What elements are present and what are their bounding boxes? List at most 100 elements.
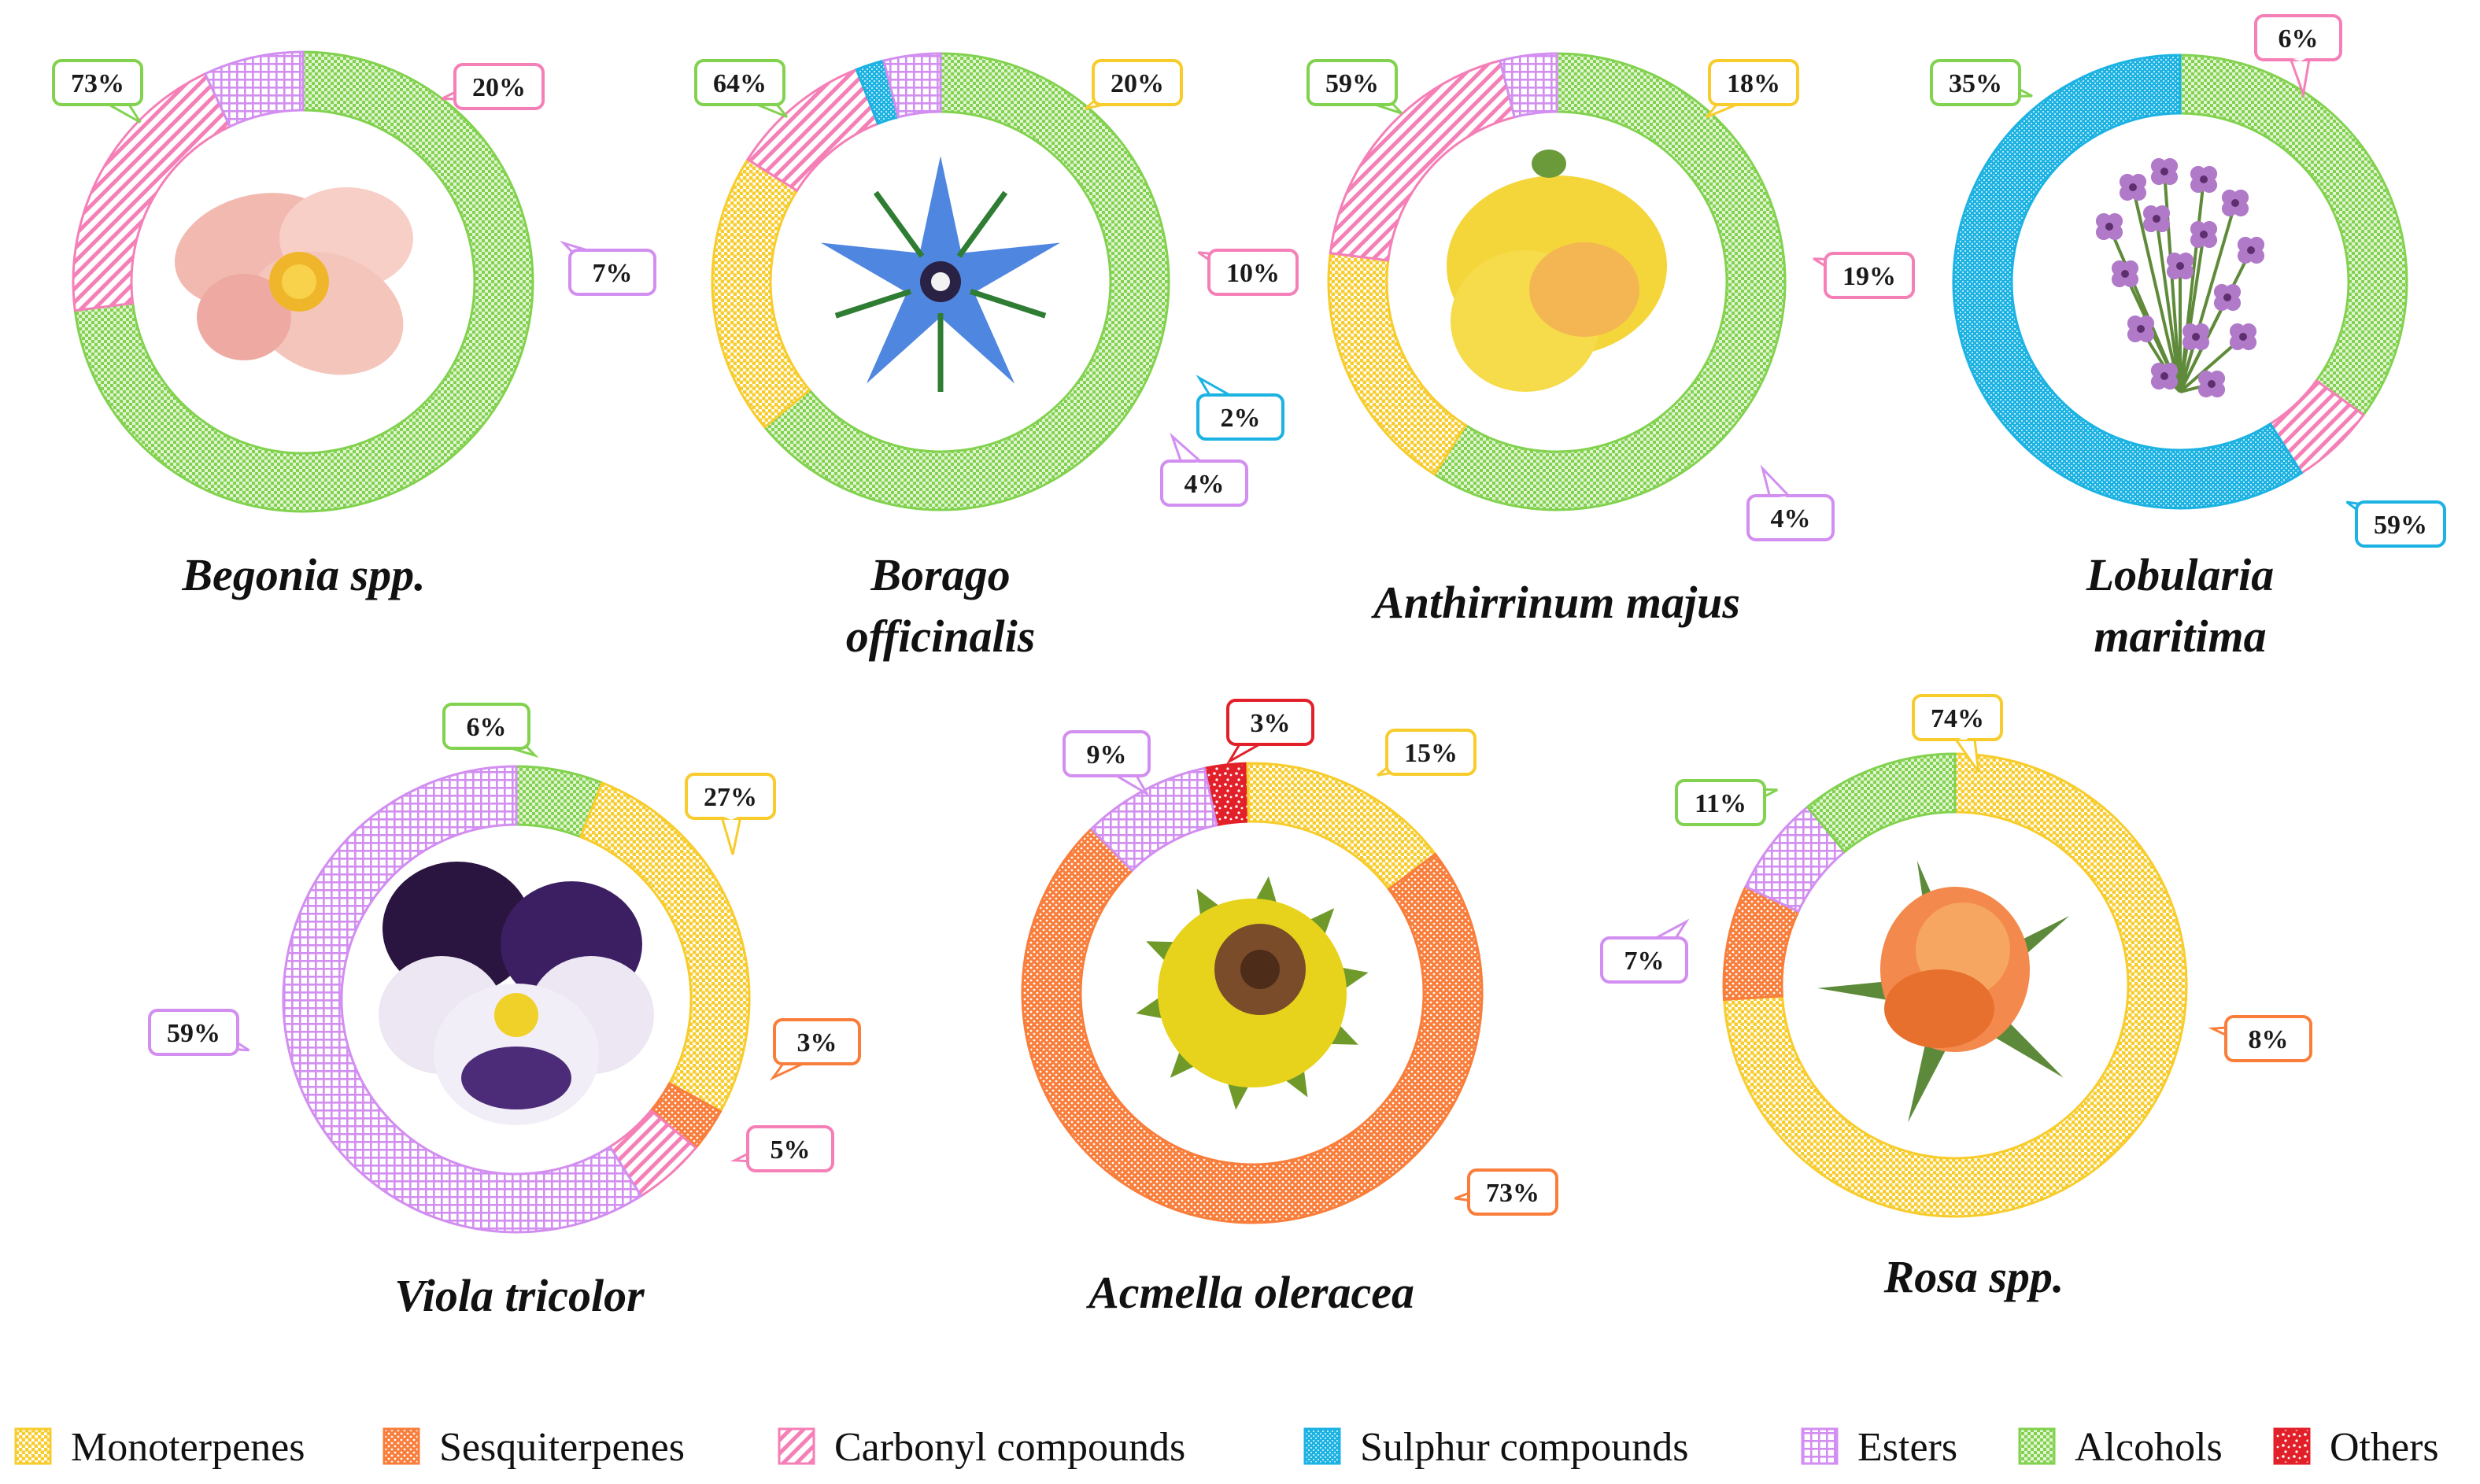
legend-item-sulphur-compounds: Sulphur compounds — [1303, 1425, 1688, 1470]
species-name: Viola tricolor — [394, 1270, 645, 1321]
legend-item-alcohols: Alcohols — [2018, 1425, 2223, 1470]
slice-value-label: 3% — [797, 1028, 837, 1058]
species-name: officinalis — [846, 611, 1036, 662]
slice-label: 7% — [560, 241, 656, 296]
slice-label: 20% — [1084, 59, 1183, 110]
slice-label: 4% — [1160, 432, 1248, 507]
slice-label: 73% — [52, 59, 143, 124]
legend-swatch — [2273, 1427, 2311, 1465]
slice-value-label: 64% — [713, 69, 767, 98]
slice-monoterpenes — [578, 781, 751, 1113]
slice-value-label: 4% — [1185, 470, 1225, 499]
slice-label: 59% — [148, 1009, 250, 1056]
donut-rosa-spp: 74%8%7%11%Rosa spp. — [1600, 694, 2312, 1302]
legend-swatch — [383, 1427, 420, 1465]
legend-label: Sulphur compounds — [1360, 1425, 1688, 1470]
legend-item-others: Others — [2273, 1425, 2439, 1470]
slice-value-label: 7% — [1624, 947, 1665, 976]
legend-label: Sesquiterpenes — [439, 1425, 685, 1470]
species-name: Anthirrinum majus — [1371, 577, 1740, 628]
slice-value-label: 35% — [1949, 69, 2002, 98]
slice-esters — [282, 765, 643, 1234]
slice-value-label: 4% — [1771, 504, 1811, 533]
legend-swatch — [2018, 1427, 2056, 1465]
slice-label: 64% — [694, 59, 788, 118]
slice-value-label: 3% — [1251, 709, 1291, 738]
legend-label: Alcohols — [2075, 1425, 2223, 1470]
slice-label: 59% — [2345, 500, 2446, 548]
slice-label: 15% — [1377, 729, 1477, 777]
slice-value-label: 6% — [467, 713, 507, 742]
slice-value-label: 20% — [1111, 69, 1164, 98]
slice-monoterpenes — [1722, 752, 2188, 1218]
donut-charts: 73% 20% 7% Begonia spp. 64% 20% 10% 2% 4% Borago o… — [52, 14, 2446, 1321]
slice-value-label: 73% — [71, 69, 124, 98]
slice-label: 19% — [1813, 252, 1915, 299]
slice-label: 35% — [1930, 59, 2033, 106]
species-name: Borago — [870, 549, 1010, 600]
slice-label: 27% — [685, 773, 776, 855]
slice-alcohols — [1432, 52, 1787, 511]
slice-label: 6% — [2254, 14, 2342, 99]
slice-value-label: 19% — [1842, 262, 1896, 291]
yellow-snapdragon-flower — [1447, 150, 1667, 392]
slice-alcohols — [73, 50, 534, 513]
legend-item-monoterpenes: Monoterpenes — [14, 1425, 305, 1470]
slice-value-label: 59% — [167, 1019, 220, 1048]
slice-value-label: 5% — [771, 1135, 811, 1165]
orange-rose-bud — [1817, 860, 2070, 1123]
species-name: Begonia spp. — [181, 549, 425, 600]
slice-esters — [1089, 766, 1218, 873]
slice-label: 3% — [1225, 699, 1314, 765]
donut-anthirrinum-majus: 59% 18% 19% 4% Anthirrinum majus — [1307, 52, 1915, 628]
donut-viola-tricolor: 6% 27% 3% 5% 59% Viola tricolor — [148, 703, 861, 1321]
slice-value-label: 74% — [1931, 704, 1984, 733]
legend-item-esters: Esters — [1801, 1425, 1957, 1470]
legend-label: Esters — [1857, 1425, 1957, 1470]
donut-borago-officinalis: 64% 20% 10% 2% 4% Borago officinalis — [694, 52, 1299, 662]
slice-label: 4% — [1746, 464, 1835, 541]
legend: Monoterpenes Sesquiterpenes Carbonyl compo… — [14, 1425, 2439, 1470]
legend-item-sesquiterpenes: Sesquiterpenes — [383, 1425, 685, 1470]
species-name: maritima — [2094, 611, 2266, 662]
slice-sesquiterpenes — [1021, 827, 1484, 1224]
slice-label: 7% — [1600, 918, 1690, 984]
slice-label: 8% — [2208, 1015, 2312, 1062]
legend-label: Monoterpenes — [71, 1425, 305, 1470]
species-name: Acmella oleracea — [1086, 1267, 1414, 1318]
slice-value-label: 73% — [1486, 1179, 1539, 1208]
slice-value-label: 20% — [472, 73, 526, 102]
slice-label: 6% — [442, 703, 539, 759]
slice-value-label: 27% — [704, 783, 757, 812]
slice-value-label: 18% — [1727, 69, 1780, 98]
slice-alcohols — [2179, 54, 2408, 417]
donut-lobularia-maritima: 35% 6% 59% Lobularia maritima — [1930, 14, 2446, 662]
slice-value-label: 10% — [1226, 259, 1280, 288]
slice-value-label: 15% — [1404, 739, 1458, 768]
legend-swatch — [778, 1427, 815, 1465]
slice-value-label: 8% — [2249, 1025, 2289, 1054]
legend-label: Carbonyl compounds — [834, 1425, 1185, 1470]
slice-label: 3% — [769, 1018, 861, 1081]
slice-label: 9% — [1063, 730, 1151, 797]
legend-swatch — [1303, 1427, 1341, 1465]
slice-label: 10% — [1197, 249, 1299, 296]
species-name: Lobularia — [2086, 549, 2275, 600]
legend-swatch — [14, 1427, 52, 1465]
legend-swatch — [1801, 1427, 1839, 1465]
slice-label: 73% — [1454, 1168, 1558, 1216]
slice-label: 59% — [1307, 59, 1403, 115]
slice-esters — [203, 50, 305, 128]
slice-alcohols — [763, 52, 1170, 511]
purple-pansy-flower — [379, 862, 654, 1125]
blue-star-borage-flower — [820, 156, 1061, 392]
slice-label: 20% — [441, 63, 545, 110]
slice-value-label: 2% — [1221, 404, 1261, 433]
pink-begonia-flower — [174, 187, 413, 375]
yellow-buttonflower — [1136, 876, 1369, 1110]
donut-begonia-spp: 73% 20% 7% Begonia spp. — [52, 50, 656, 600]
slice-sulphur-compounds — [1952, 54, 2304, 510]
slice-value-label: 11% — [1695, 789, 1746, 818]
slice-label: 2% — [1196, 375, 1284, 441]
